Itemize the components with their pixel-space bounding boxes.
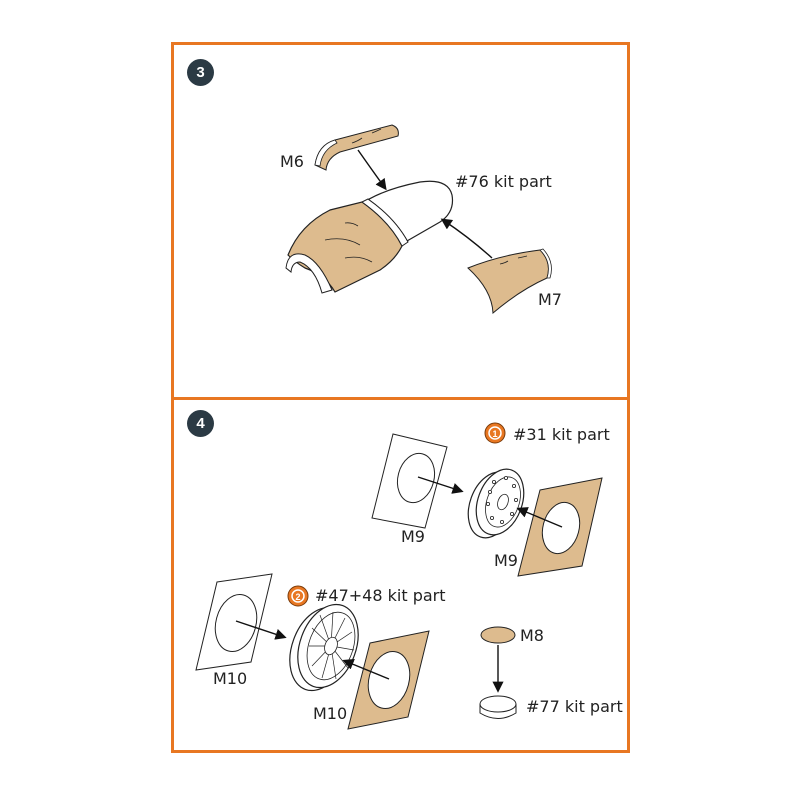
m7-arrow <box>440 218 493 259</box>
svg-text:2: 2 <box>295 592 300 602</box>
m9-left-label: M9 <box>401 527 425 546</box>
kit-part-2-icon: 2 <box>287 585 309 607</box>
wheel-47-48-shape <box>289 603 359 692</box>
m9-left-mask-sheet <box>371 433 448 529</box>
m6-label: M6 <box>280 152 304 171</box>
m10-left-arrow <box>235 620 287 640</box>
m6-arrow <box>357 149 387 191</box>
canopy-part-shape <box>285 180 454 294</box>
m9-right-arrow <box>516 507 563 528</box>
kit-part-31-label: #31 kit part <box>513 425 610 444</box>
m10-left-label: M10 <box>213 669 248 688</box>
kit-part-77-shape <box>479 695 517 719</box>
m9-right-label: M9 <box>494 551 518 570</box>
kit-part-76-label: #76 kit part <box>455 172 552 191</box>
m9-left-arrow <box>417 476 464 494</box>
m10-left-mask-sheet <box>195 573 273 671</box>
kit-part-47-48-label: #47+48 kit part <box>315 586 446 605</box>
step-3-badge: 3 <box>187 59 214 86</box>
m8-label: M8 <box>520 626 544 645</box>
svg-text:1: 1 <box>492 429 497 439</box>
m10-right-mask-sheet <box>347 630 430 730</box>
m10-right-label: M10 <box>313 704 348 723</box>
m7-mask-shape <box>467 248 552 315</box>
kit-part-77-label: #77 kit part <box>526 697 623 716</box>
m9-right-mask-sheet <box>517 477 603 577</box>
m7-label: M7 <box>538 290 562 309</box>
m6-mask-shape <box>314 124 399 171</box>
wheel-31-shape <box>467 468 525 539</box>
kit-part-1-icon: 1 <box>484 422 506 444</box>
m10-right-arrow <box>342 658 390 680</box>
step-4-badge: 4 <box>187 410 214 437</box>
m8-mask-disc <box>480 626 516 644</box>
